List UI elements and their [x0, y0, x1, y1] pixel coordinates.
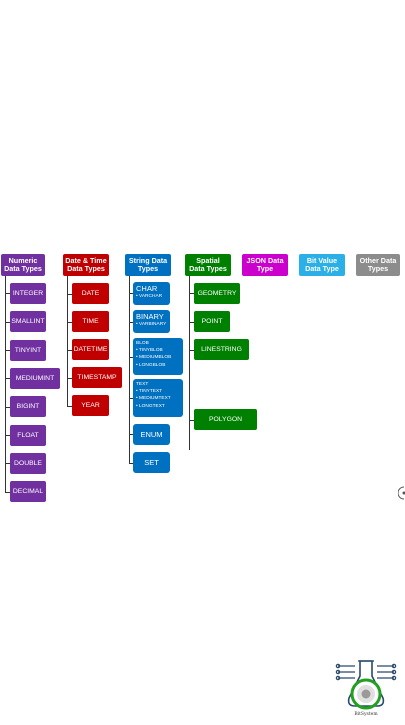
brand-logo: BitSystem — [335, 658, 397, 720]
numeric-item: TINYINT — [10, 340, 46, 361]
string-subitem: • MEDIUMTEXT — [136, 395, 180, 402]
numeric-connector — [5, 276, 6, 493]
numeric-item: BIGINT — [10, 396, 46, 417]
string-item-label: BLOB — [136, 340, 180, 347]
header-numeric: Numeric Data Types — [1, 254, 45, 276]
numeric-item: FLOAT — [10, 425, 46, 446]
string-item-label: BINARY — [136, 312, 167, 321]
header-json: JSON Data Type — [242, 254, 288, 276]
string-item-label: ENUM — [140, 430, 162, 439]
flask-circuit-logo-icon — [335, 658, 397, 720]
edge-mark-icon — [398, 486, 405, 500]
string-subitem: • TINYTEXT — [136, 388, 180, 395]
datetime-item: TIMESTAMP — [72, 367, 122, 388]
spatial-item: GEOMETRY — [194, 283, 240, 304]
string-subitem: • MEDIUMBLOB — [136, 354, 180, 361]
string-subitem: • VARBINARY — [136, 321, 167, 328]
string-subitem: • LONGBLOB — [136, 362, 180, 369]
spatial-item: POINT — [194, 311, 230, 332]
header-datetime: Date & Time Data Types — [63, 254, 109, 276]
string-item-enum: ENUM — [133, 424, 170, 445]
string-item-text: TEXT • TINYTEXT • MEDIUMTEXT • LONGTEXT — [133, 379, 183, 417]
string-subitem: • LONGTEXT — [136, 403, 180, 410]
datetime-item: DATETIME — [72, 339, 109, 360]
header-string: String Data Types — [125, 254, 171, 276]
string-subitem: • VARCHAR — [136, 293, 167, 300]
spatial-connector — [189, 276, 190, 450]
datetime-item: YEAR — [72, 395, 109, 416]
numeric-item: DECIMAL — [10, 481, 46, 502]
datetime-item: DATE — [72, 283, 109, 304]
spatial-item: LINESTRING — [194, 339, 249, 360]
numeric-item: INTEGER — [10, 283, 46, 304]
header-spatial: Spatial Data Types — [185, 254, 231, 276]
datetime-item: TIME — [72, 311, 109, 332]
logo-text: BitSystem — [335, 712, 397, 717]
string-item-blob: BLOB • TINYBLOB • MEDIUMBLOB • LONGBLOB — [133, 338, 183, 375]
string-item-label: SET — [144, 458, 159, 467]
string-item-binary: BINARY • VARBINARY — [133, 310, 170, 333]
string-item-set: SET — [133, 452, 170, 473]
string-item-label: TEXT — [136, 381, 180, 388]
spatial-item: POLYGON — [194, 409, 257, 430]
header-bit: Bit Value Data Type — [299, 254, 345, 276]
numeric-item: SMALLINT — [10, 311, 46, 332]
string-subitem: • TINYBLOB — [136, 347, 180, 354]
numeric-item: DOUBLE — [10, 453, 46, 474]
header-other: Other Data Types — [356, 254, 400, 276]
string-item-char: CHAR • VARCHAR — [133, 282, 170, 305]
string-item-label: CHAR — [136, 284, 167, 293]
numeric-item: MEDIUMINT — [10, 368, 60, 389]
datetime-connector — [67, 276, 68, 407]
